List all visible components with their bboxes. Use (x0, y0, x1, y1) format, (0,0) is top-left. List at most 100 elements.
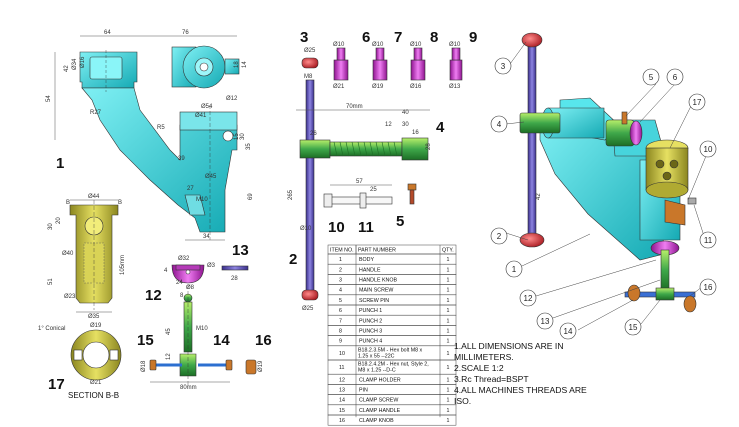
dim-d21-p6: Ø21 (333, 84, 345, 90)
dim-40: 40 (402, 110, 409, 116)
clamp-holder-part-12: Ø32 Ø3 Ø8 4 (164, 256, 216, 291)
punch-7: Ø10 Ø19 (372, 42, 388, 90)
dim-8: 8 (180, 293, 184, 299)
bom-cell: 1 (447, 329, 450, 335)
dim-d25-top: Ø25 (304, 48, 316, 54)
part-number-2: 2 (289, 251, 297, 268)
bom-cell: 1 (447, 267, 450, 273)
note-line-5: 4.ALL MACHINES THREADS ARE (454, 385, 587, 395)
iso-callout-label: 12 (524, 294, 533, 303)
bom-cell: PUNCH 1 (359, 308, 382, 314)
dim-15: 15 (234, 133, 240, 140)
part-number-8: 8 (430, 29, 438, 46)
dim-12: 12 (166, 353, 172, 360)
dim-r5: R5 (157, 125, 165, 131)
hex-bolt-part-10: 57 25 (323, 179, 393, 208)
dim-69: 69 (248, 193, 254, 200)
dim-25: 25 (370, 187, 377, 193)
body-top-view (171, 45, 240, 89)
iso-callout-14: 14 (559, 322, 577, 340)
dim-30: 30 (240, 133, 246, 140)
bom-cell: 8 (339, 329, 342, 335)
screw-pin-part-5 (407, 183, 417, 205)
iso-callout-11: 11 (699, 231, 717, 249)
dim-d23: Ø23 (64, 294, 76, 300)
dim-d21: Ø21 (90, 380, 102, 386)
dim-d10-p9: Ø10 (449, 42, 461, 48)
bom-cell: 1 (447, 318, 450, 324)
part-number-12: 12 (145, 287, 162, 304)
dim-r27: R27 (90, 110, 102, 116)
iso-callout-16: 16 (699, 278, 717, 296)
part-number-5: 5 (396, 213, 404, 230)
dim-d13-p9: Ø13 (449, 84, 461, 90)
bom-header-cell: PART NUMBER (358, 247, 396, 253)
iso-callout-label: 14 (564, 327, 573, 336)
dim-14: 14 (242, 61, 248, 68)
pin-part-13: 28 (221, 265, 249, 282)
iso-callout-label: 5 (649, 73, 654, 82)
bom-cell: PIN (359, 388, 368, 394)
note-line-1: 1.ALL DIMENSIONS ARE IN (454, 341, 564, 351)
bom-cell: 3 (339, 278, 342, 284)
dim-27: 27 (187, 186, 194, 192)
iso-callout-label: 11 (704, 236, 713, 245)
part-number-7: 7 (394, 29, 402, 46)
part-number-13: 13 (232, 242, 249, 259)
note-line-4: 3.Rc Thread=BSPT (454, 374, 529, 384)
bom-cell: 1 (447, 298, 450, 304)
iso-callout-4: 4 (490, 115, 508, 133)
part-number-16: 16 (255, 332, 272, 349)
dim-d8: Ø8 (186, 285, 195, 291)
bom-cell: 1 (447, 388, 450, 394)
section-b-b-view: 1° Conical Ø19 Ø21 (38, 323, 122, 386)
bom-cell: CLAMP SCREW (359, 398, 398, 404)
clamp-holder-dimensions: B B Ø44 30 20 Ø40 105mm 51 Ø23 Ø35 (48, 194, 126, 320)
dim-34: 34 (203, 234, 210, 240)
bom-cell: 1 (447, 351, 450, 357)
dim-d34: Ø34 (72, 58, 78, 70)
dim-d16-p8: Ø16 (410, 84, 422, 90)
bom-cell: CLAMP KNOB (359, 418, 394, 424)
dim-28: 28 (231, 276, 238, 282)
label-b-left: B (66, 200, 70, 206)
isometric-assembly-view: 42 (519, 32, 697, 313)
bom-cell: 4 (339, 288, 342, 294)
iso-callout-3: 3 (494, 57, 512, 75)
bom-cell: 15 (339, 408, 345, 414)
iso-callout-label: 10 (704, 145, 713, 154)
bom-cell: 6 (339, 308, 342, 314)
bom-cell: SCREW PIN (359, 298, 389, 304)
iso-callout-15: 15 (624, 318, 642, 336)
bom-cell: CLAMP HANDLE (359, 408, 401, 414)
dim-12b: 12 (385, 122, 392, 128)
note-line-6: ISO. (454, 396, 471, 406)
dim-d32: Ø32 (178, 256, 190, 262)
iso-callout-5: 5 (642, 68, 660, 86)
dim-m8: M8 (304, 74, 313, 80)
bom-cell: 1 (447, 257, 450, 263)
bom-cell: 1 (447, 377, 450, 383)
part-number-14: 14 (213, 332, 230, 349)
bom-cell: M8 x 1.25 --D-C (358, 368, 396, 374)
bom-cell: 1 (447, 278, 450, 284)
bom-header-cell: ITEM NO. (330, 247, 354, 253)
dim-d19b: Ø19 (258, 360, 264, 372)
dim-24: 24 (176, 280, 183, 286)
punch-9: Ø10 Ø13 (449, 42, 463, 90)
dim-76: 76 (182, 30, 189, 36)
iso-callout-label: 17 (693, 98, 702, 107)
part-number-17: 17 (48, 376, 65, 393)
dim-16: 16 (412, 130, 419, 136)
iso-callout-label: 2 (497, 232, 502, 241)
dim-265: 265 (288, 189, 294, 200)
note-line-2: MILLIMETERS. (454, 352, 514, 362)
dim-4: 4 (164, 268, 168, 274)
body-dimensions: 64 76 42 Ø34 Ø16 54 R27 R5 Ø54 Ø41 Ø12 1… (46, 30, 254, 241)
